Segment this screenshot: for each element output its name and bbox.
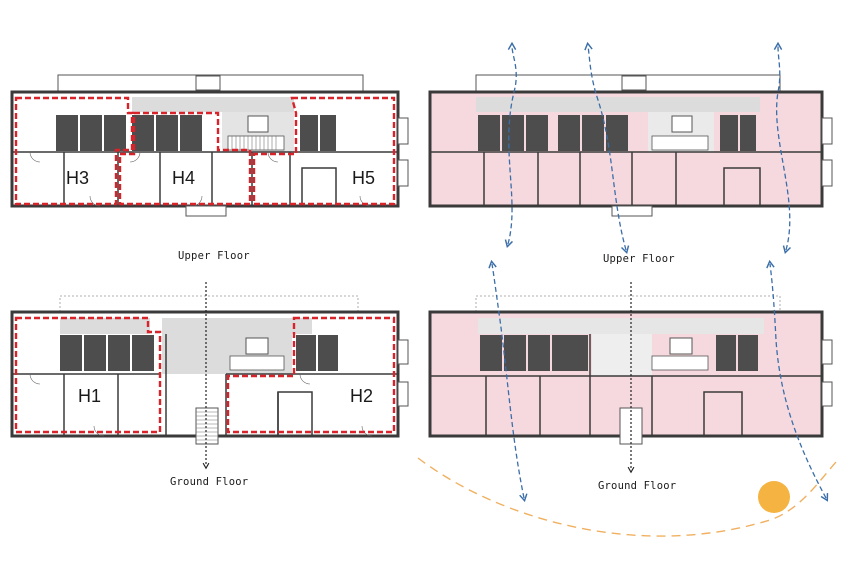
floor-label-ground-left: Ground Floor bbox=[170, 476, 248, 488]
floor-label-upper-left: Upper Floor bbox=[178, 250, 250, 262]
plan-ground-left: H1 H2 Ground Floor bbox=[10, 282, 409, 488]
unit-outlines-ground bbox=[14, 316, 396, 434]
wardrobes-ground-left bbox=[60, 335, 338, 371]
airflow-arrow-icon bbox=[773, 41, 791, 255]
unit-outlines-upper bbox=[14, 96, 396, 206]
airflow-arrows-upper bbox=[504, 41, 791, 255]
unit-label-h3: H3 bbox=[66, 168, 89, 188]
floor-label-ground-right: Ground Floor bbox=[598, 480, 676, 492]
unit-label-h2: H2 bbox=[350, 386, 373, 406]
sun-path-arc bbox=[417, 457, 837, 537]
unit-label-h5: H5 bbox=[352, 168, 375, 188]
plan-ground-right: Ground Floor bbox=[417, 259, 837, 537]
sun-icon bbox=[758, 481, 790, 513]
wardrobes-upper-left bbox=[56, 115, 336, 151]
unit-label-h1: H1 bbox=[78, 386, 101, 406]
entrance-stair-icon bbox=[195, 407, 219, 445]
floor-label-upper-right: Upper Floor bbox=[603, 253, 675, 265]
airflow-arrow-icon bbox=[488, 259, 528, 503]
plan-upper-left: H3 H4 H5 Upper Floor bbox=[10, 74, 409, 262]
airflow-arrow-icon bbox=[766, 259, 829, 502]
airflow-arrows-ground bbox=[488, 259, 829, 503]
unit-label-h4: H4 bbox=[172, 168, 195, 188]
airflow-arrow-icon bbox=[504, 41, 517, 249]
plan-upper-right: Upper Floor bbox=[428, 41, 833, 265]
